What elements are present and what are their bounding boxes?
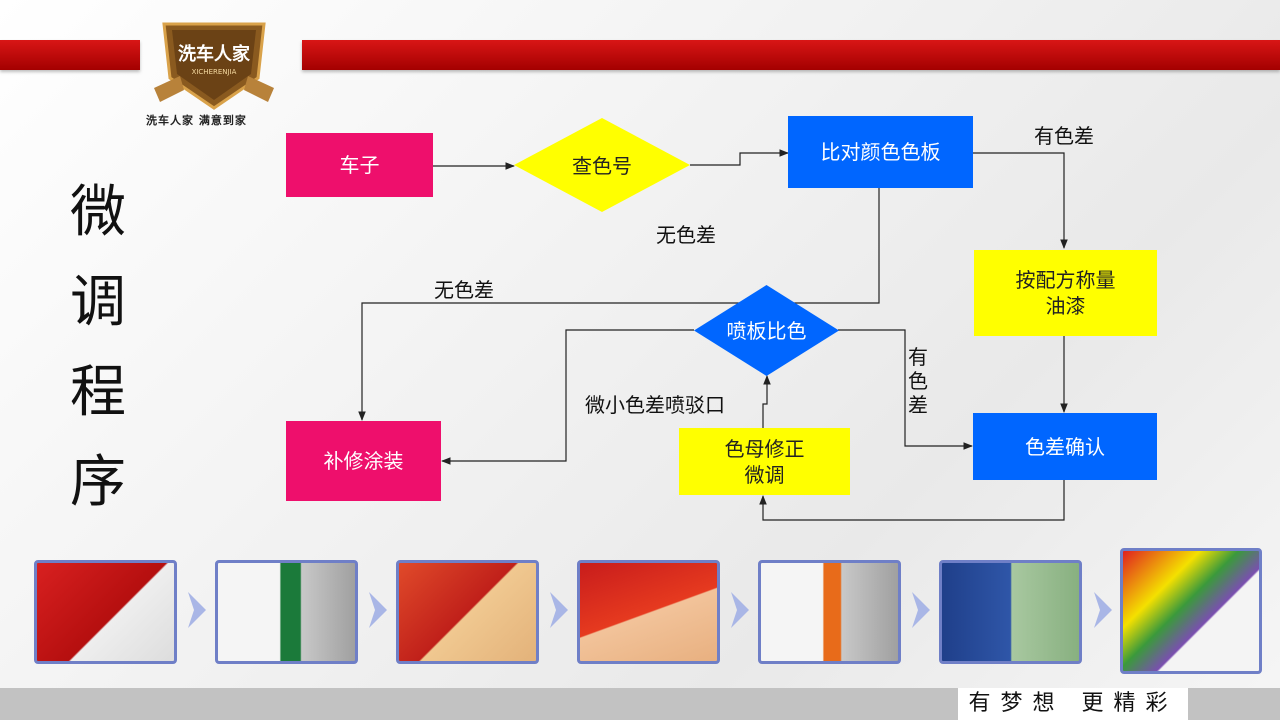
title-char: 微 (70, 180, 126, 245)
step-arrow-icon (188, 592, 206, 628)
process-step-7 (1120, 548, 1262, 674)
brand-slogan: 洗车人家 满意到家 (146, 114, 247, 127)
node-repair-paint: 补修涂装 (286, 421, 441, 501)
edge-tint-to-spray (762, 375, 771, 428)
label-has-diff-top: 有色差 (1034, 124, 1094, 148)
logo-subtext: XICHERENJIA (192, 68, 237, 76)
logo-text: 洗车人家 (178, 43, 251, 65)
footer-motto: 有梦想 更精彩 (958, 688, 1188, 720)
title-char: 程 (70, 360, 126, 425)
node-weigh-paint: 按配方称量油漆 (974, 250, 1157, 336)
title-char: 调 (70, 270, 126, 335)
step-arrow-icon (369, 592, 387, 628)
node-car: 车子 (286, 133, 433, 197)
header-bar-left (0, 40, 140, 70)
process-step-2 (215, 560, 358, 664)
label-small-diff: 微小色差喷驳口 (585, 393, 725, 417)
label-no-diff-mid: 无色差 (656, 223, 716, 247)
edge-compare-to-weigh (973, 152, 1068, 249)
edge-check-to-compare (690, 149, 789, 166)
page-title: 微调程序 (66, 168, 130, 528)
node-compare-board: 比对颜色色板 (788, 116, 973, 188)
node-check-color: 查色号 (514, 118, 690, 212)
process-step-4 (577, 560, 720, 664)
step-arrow-icon (1094, 592, 1112, 628)
edge-spray-to-confirm (838, 329, 973, 450)
title-char: 序 (70, 450, 126, 515)
process-step-3 (396, 560, 539, 664)
process-step-6 (939, 560, 1082, 664)
step-arrow-icon (912, 592, 930, 628)
node-diff-confirm: 色差确认 (973, 413, 1157, 480)
process-step-5 (758, 560, 901, 664)
step-arrow-icon (550, 592, 568, 628)
node-spray-compare: 喷板比色 (694, 285, 839, 376)
node-tint-adjust: 色母修正微调 (679, 428, 850, 495)
step-arrow-icon (731, 592, 749, 628)
node-check-color-label: 查色号 (572, 154, 632, 178)
edge-spray-to-repair (441, 329, 694, 465)
label-no-diff-left: 无色差 (434, 278, 494, 302)
brand-logo: 洗车人家 XICHERENJIA (154, 22, 274, 110)
flow-connectors (358, 149, 1068, 521)
header-bar-right (302, 40, 1280, 70)
label-has-diff-vertical: 有色差 (908, 345, 928, 417)
process-step-1 (34, 560, 177, 664)
edge-compare-to-repair (358, 188, 880, 421)
node-spray-compare-label: 喷板比色 (727, 319, 807, 343)
edge-confirm-to-tint (759, 480, 1065, 521)
